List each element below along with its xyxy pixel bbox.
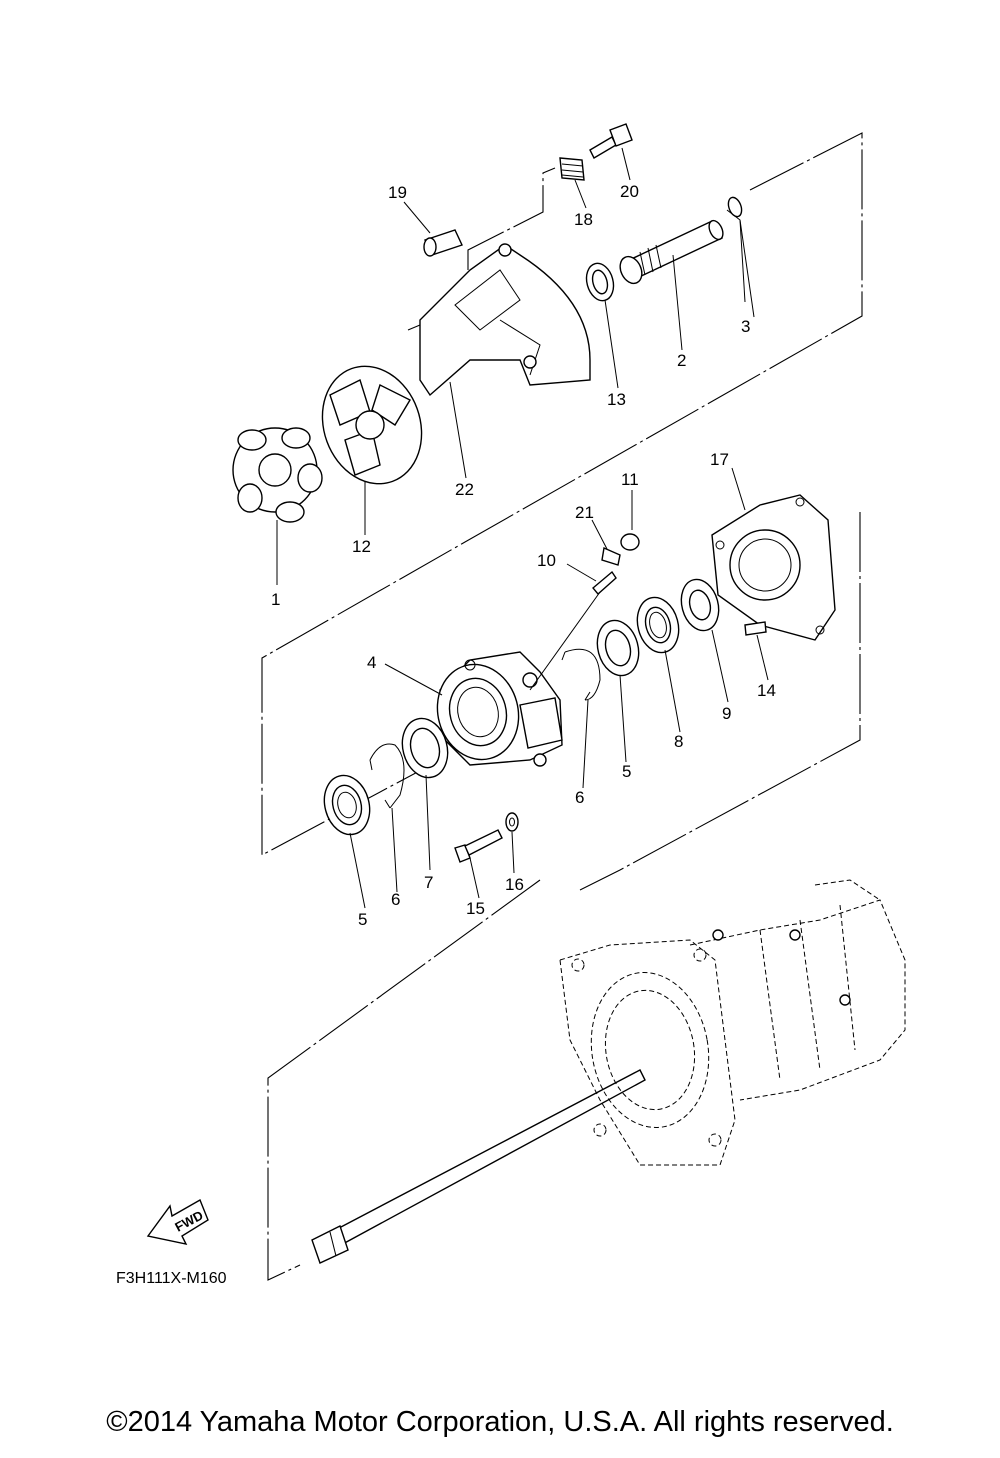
drive-shaft-part bbox=[311, 1069, 646, 1264]
callout-13: 13 bbox=[607, 390, 626, 409]
parts-diagram: FWD F3H111X-M160 1 2 3 4 5 bbox=[116, 123, 906, 1287]
pin-part bbox=[744, 621, 767, 636]
part-21 bbox=[601, 546, 621, 566]
bearing-5-upper-part bbox=[596, 619, 640, 677]
bearing-housing-part bbox=[436, 651, 563, 767]
duct-part bbox=[711, 494, 836, 641]
collar-part bbox=[423, 229, 463, 257]
callout-2: 2 bbox=[677, 351, 686, 370]
figure-code: F3H111X-M160 bbox=[116, 1270, 227, 1287]
washer-16-part bbox=[505, 812, 519, 832]
callout-6-upper: 6 bbox=[575, 788, 584, 807]
oil-seal-5-lower-part bbox=[323, 774, 371, 836]
copyright-notice: ©2014 Yamaha Motor Corporation, U.S.A. A… bbox=[106, 1406, 894, 1438]
assembly-frame-lower bbox=[267, 512, 861, 1281]
coupling-damper-part bbox=[232, 427, 323, 523]
callout-3: 3 bbox=[741, 317, 750, 336]
callout-1: 1 bbox=[271, 590, 280, 609]
callout-18: 18 bbox=[574, 210, 593, 229]
callout-14: 14 bbox=[757, 681, 776, 700]
callout-16: 16 bbox=[505, 875, 524, 894]
bolt-15-part bbox=[454, 829, 503, 863]
callout-22: 22 bbox=[455, 480, 474, 499]
callout-5-middle: 5 bbox=[622, 762, 631, 781]
o-ring-part bbox=[727, 196, 743, 218]
bearing-7-part bbox=[401, 717, 449, 779]
callout-17: 17 bbox=[710, 450, 729, 469]
callout-7: 7 bbox=[424, 873, 433, 892]
bolt-part bbox=[589, 123, 633, 159]
grease-nipple-part bbox=[592, 570, 617, 596]
shaft-part bbox=[619, 219, 724, 285]
callout-19: 19 bbox=[388, 183, 407, 202]
callout-4: 4 bbox=[367, 653, 376, 672]
fwd-arrow-icon bbox=[146, 1198, 209, 1245]
seal-9-part bbox=[680, 578, 720, 632]
bearing-8-part bbox=[636, 596, 680, 654]
callout-9: 9 bbox=[722, 704, 731, 723]
callout-21: 21 bbox=[575, 503, 594, 522]
callout-20: 20 bbox=[620, 182, 639, 201]
callout-11: 11 bbox=[621, 470, 639, 489]
callout-12: 12 bbox=[352, 537, 371, 556]
callout-15: 15 bbox=[466, 899, 485, 918]
leader-lines bbox=[276, 147, 769, 909]
callout-5-lower: 5 bbox=[358, 910, 367, 929]
coupling-part bbox=[321, 365, 423, 485]
cover-part bbox=[407, 243, 591, 397]
spring-part bbox=[559, 157, 585, 181]
callout-numbers: 1 2 3 4 5 5 5 6 6 7 8 9 10 11 12 13 14 1… bbox=[271, 182, 776, 929]
seal-part bbox=[585, 262, 615, 302]
callout-10: 10 bbox=[537, 551, 556, 570]
callout-8: 8 bbox=[674, 732, 683, 751]
circlip-upper-part bbox=[561, 648, 601, 701]
callout-6-lower: 6 bbox=[391, 890, 400, 909]
assembly-frame-upper bbox=[261, 132, 863, 856]
circlip-lower-part bbox=[369, 743, 405, 809]
jet-pump-unit bbox=[559, 879, 906, 1166]
cap-part bbox=[620, 533, 640, 551]
